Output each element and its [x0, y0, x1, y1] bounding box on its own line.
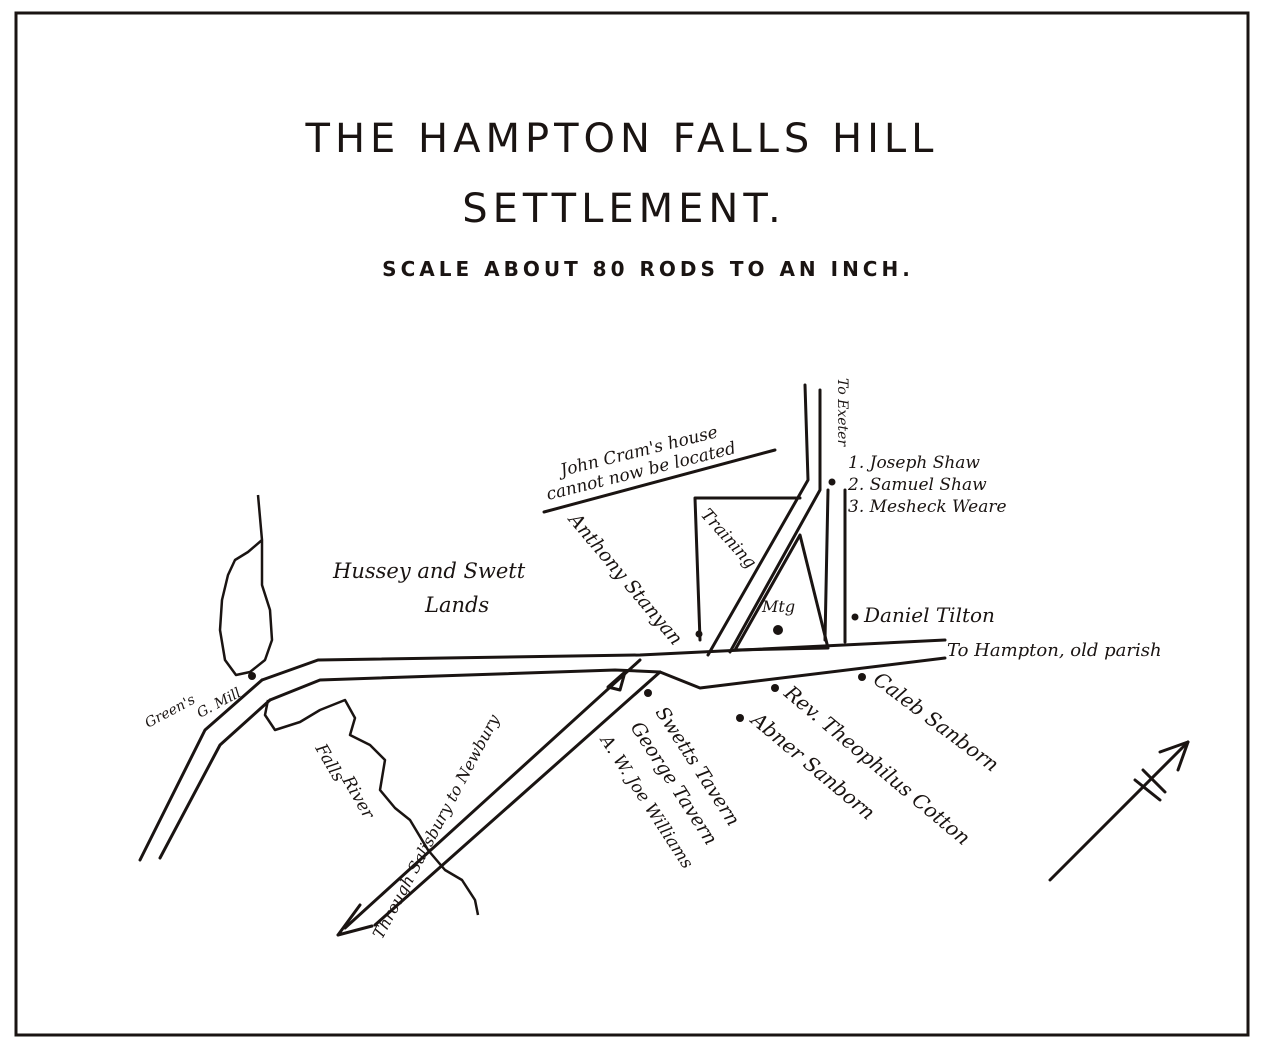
dot-meeting-house — [773, 625, 783, 635]
west-road-edge-2 — [158, 698, 272, 860]
dot-abner — [736, 714, 744, 722]
label-hussey-1: Hussey and Swett — [332, 559, 526, 583]
east-vertical-road-edge-1 — [823, 488, 830, 642]
label-joseph-shaw: 1. Joseph Shaw — [848, 453, 980, 473]
label-to-hampton: To Hampton, old parish — [947, 640, 1162, 661]
label-mtg: Mtg — [761, 597, 795, 616]
map-border — [14, 11, 1250, 1037]
map-scale: SCALE ABOUT 80 RODS TO AN INCH. — [382, 257, 914, 281]
label-hussey-2: Lands — [424, 593, 489, 617]
dot-greens-mill — [248, 672, 256, 680]
dot-anthony — [695, 630, 703, 638]
label-greens-mill-1: Green's — [142, 692, 198, 732]
dot-cotton — [771, 684, 779, 692]
training-field-triangle — [733, 533, 830, 652]
map-title-line1: THE HAMPTON FALLS HILL — [305, 116, 939, 162]
square-lot — [693, 496, 802, 642]
north-arrow-icon — [1048, 740, 1190, 882]
dot-caleb — [858, 673, 866, 681]
falls-river-upper — [218, 494, 274, 677]
main-road-south-edge — [268, 656, 947, 702]
john-cram-underline — [542, 448, 777, 514]
map-title-line2: SETTLEMENT. — [462, 186, 786, 232]
southwest-road-edge-1 — [343, 658, 642, 930]
label-anthony-stanyan: Anthony Stanyan — [563, 508, 687, 650]
label-falls-river-2: River — [337, 772, 378, 823]
diagonal-road-edge-2 — [728, 388, 822, 654]
southwest-road-edge-2 — [373, 670, 662, 927]
label-weare: 3. Mesheck Weare — [848, 497, 1007, 517]
label-daniel-tilton: Daniel Tilton — [863, 603, 995, 627]
label-training: Training — [696, 505, 760, 573]
falls-river-lower — [263, 698, 480, 916]
dot-roadfork — [606, 670, 627, 692]
dot-swetts — [644, 689, 652, 697]
main-road-north-edge — [260, 638, 947, 682]
label-samuel-shaw: 2. Samuel Shaw — [847, 475, 987, 495]
dot-tilton — [851, 613, 859, 621]
label-salisbury-newbury: Through Salisbury to Newbury — [369, 710, 504, 941]
diagonal-road-edge-1 — [706, 383, 810, 657]
dot-shaw — [828, 478, 836, 486]
label-to-exeter: To Exeter — [834, 378, 850, 447]
west-road-edge-1 — [138, 678, 264, 862]
southwest-road-arrow — [336, 903, 374, 937]
